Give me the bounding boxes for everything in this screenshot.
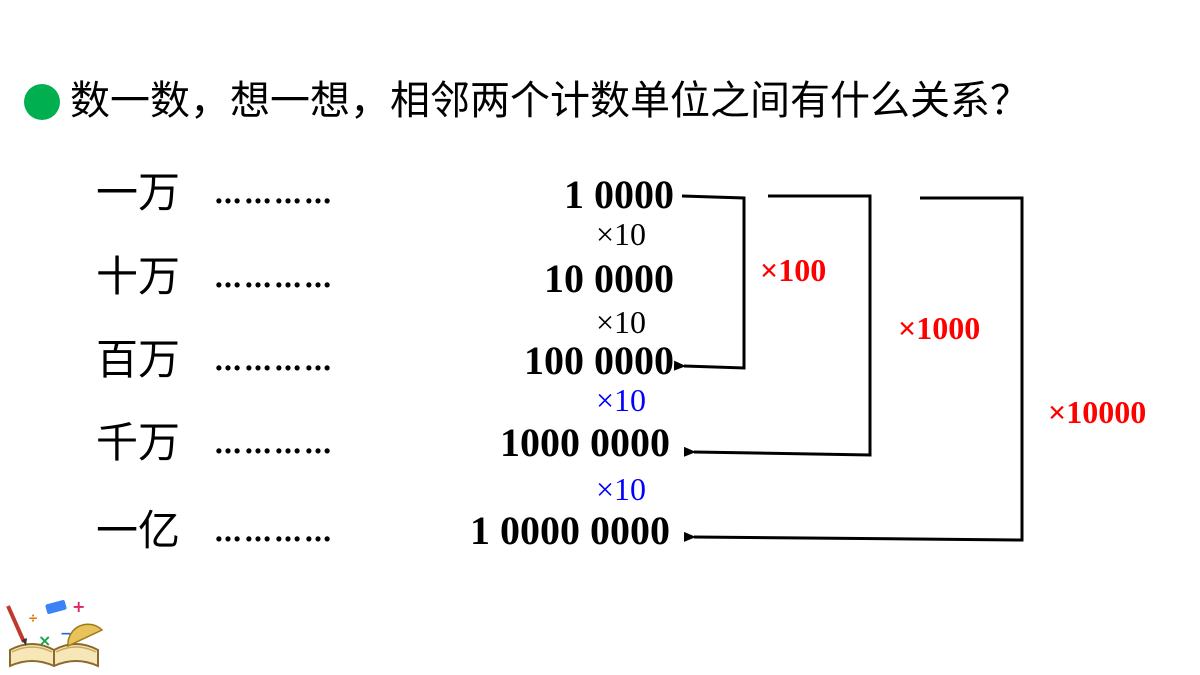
dotted-leader: ………… [214, 261, 334, 294]
number-baiwan: 100 0000 [524, 338, 674, 383]
bracket-multiplier-x100: ×100 [760, 252, 827, 288]
math-book-icon: + × ÷ − [6, 598, 104, 668]
svg-text:−: − [60, 626, 72, 642]
dotted-leader: ………… [214, 344, 334, 377]
number-wan: 1 0000 [564, 172, 674, 217]
number-shiwan: 10 0000 [544, 256, 674, 301]
green-bullet-icon [24, 84, 60, 120]
bracket-multiplier-x10000: ×10000 [1048, 394, 1147, 430]
step-multiplier: ×10 [596, 382, 647, 418]
bracket-x10000-line [683, 196, 1024, 542]
dotted-leader: ………… [214, 177, 334, 210]
question-text: 数一数，想一想，相邻两个计数单位之间有什么关系？ [70, 78, 1030, 124]
step-multiplier: ×10 [596, 304, 647, 340]
bracket-multiplier-x1000: ×1000 [898, 310, 981, 346]
number-qianwan: 1000 0000 [500, 420, 670, 465]
unit-name-shiwan: 十万 [96, 252, 181, 301]
svg-text:+: + [72, 598, 85, 616]
svg-text:×: × [38, 631, 51, 650]
number-yi: 1 0000 0000 [470, 508, 670, 553]
dotted-leader: ………… [214, 515, 334, 548]
dotted-leader: ………… [214, 427, 334, 460]
bracket-x100-line [673, 194, 746, 371]
unit-name-yi: 一亿 [96, 506, 181, 555]
step-multiplier: ×10 [596, 216, 647, 252]
bracket-x1000-line [683, 194, 872, 457]
step-multiplier: ×10 [596, 471, 647, 507]
svg-text:÷: ÷ [28, 611, 38, 625]
unit-name-baiwan: 百万 [96, 335, 181, 384]
unit-name-wan: 一万 [96, 168, 181, 217]
unit-name-qianwan: 千万 [96, 418, 181, 467]
